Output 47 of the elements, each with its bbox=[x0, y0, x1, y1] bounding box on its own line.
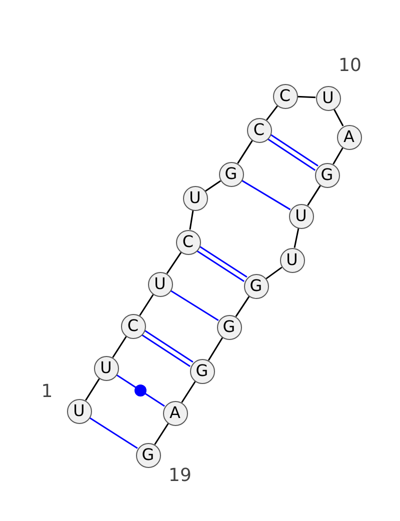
base-letter: U bbox=[73, 403, 85, 419]
base-pair-line bbox=[170, 290, 219, 322]
base-letter: U bbox=[322, 90, 334, 106]
backbone-line bbox=[332, 147, 344, 165]
base-letter: U bbox=[286, 252, 298, 268]
base-letter: U bbox=[189, 190, 201, 206]
backbone-line bbox=[266, 105, 278, 121]
backbone-line bbox=[294, 228, 300, 248]
backbone-line bbox=[166, 252, 182, 274]
base-pair-line bbox=[267, 134, 319, 172]
base-letter: U bbox=[295, 208, 307, 224]
position-number: 1 bbox=[41, 383, 53, 401]
base-letter: C bbox=[253, 122, 265, 138]
base-letter: C bbox=[279, 88, 291, 104]
backbone-line bbox=[204, 180, 222, 192]
base-pair-line bbox=[116, 374, 165, 407]
backbone-line bbox=[297, 96, 316, 98]
backbone-line bbox=[181, 381, 196, 403]
base-letter: G bbox=[142, 447, 154, 463]
position-number: 19 bbox=[168, 467, 192, 485]
backbone-line bbox=[237, 140, 253, 164]
backbone-line bbox=[208, 337, 224, 361]
backbone-line bbox=[189, 210, 194, 230]
backbone-line bbox=[307, 185, 321, 206]
base-letter: G bbox=[196, 363, 208, 379]
base-letter: A bbox=[170, 405, 180, 421]
base-letter: C bbox=[127, 318, 139, 334]
base-letter: A bbox=[344, 129, 354, 145]
base-letter: G bbox=[250, 278, 262, 294]
base-letter: C bbox=[182, 234, 194, 250]
backbone-line bbox=[112, 336, 127, 358]
base-letter: G bbox=[320, 167, 334, 183]
base-pair-line bbox=[141, 330, 194, 368]
base-letter: G bbox=[222, 319, 236, 335]
base-letter: G bbox=[224, 166, 238, 182]
backbone-line bbox=[139, 294, 154, 316]
base-pair-line bbox=[241, 180, 291, 210]
base-letter: U bbox=[154, 276, 166, 292]
base-pair-line bbox=[89, 417, 138, 449]
backbone-line bbox=[266, 266, 282, 280]
base-pair-line bbox=[196, 246, 248, 282]
base-letter: U bbox=[100, 360, 112, 376]
backbone-line bbox=[235, 296, 250, 317]
backbone-line bbox=[333, 108, 344, 126]
backbone-line bbox=[154, 423, 169, 445]
backbone-line bbox=[85, 378, 100, 401]
position-number: 10 bbox=[338, 57, 362, 75]
